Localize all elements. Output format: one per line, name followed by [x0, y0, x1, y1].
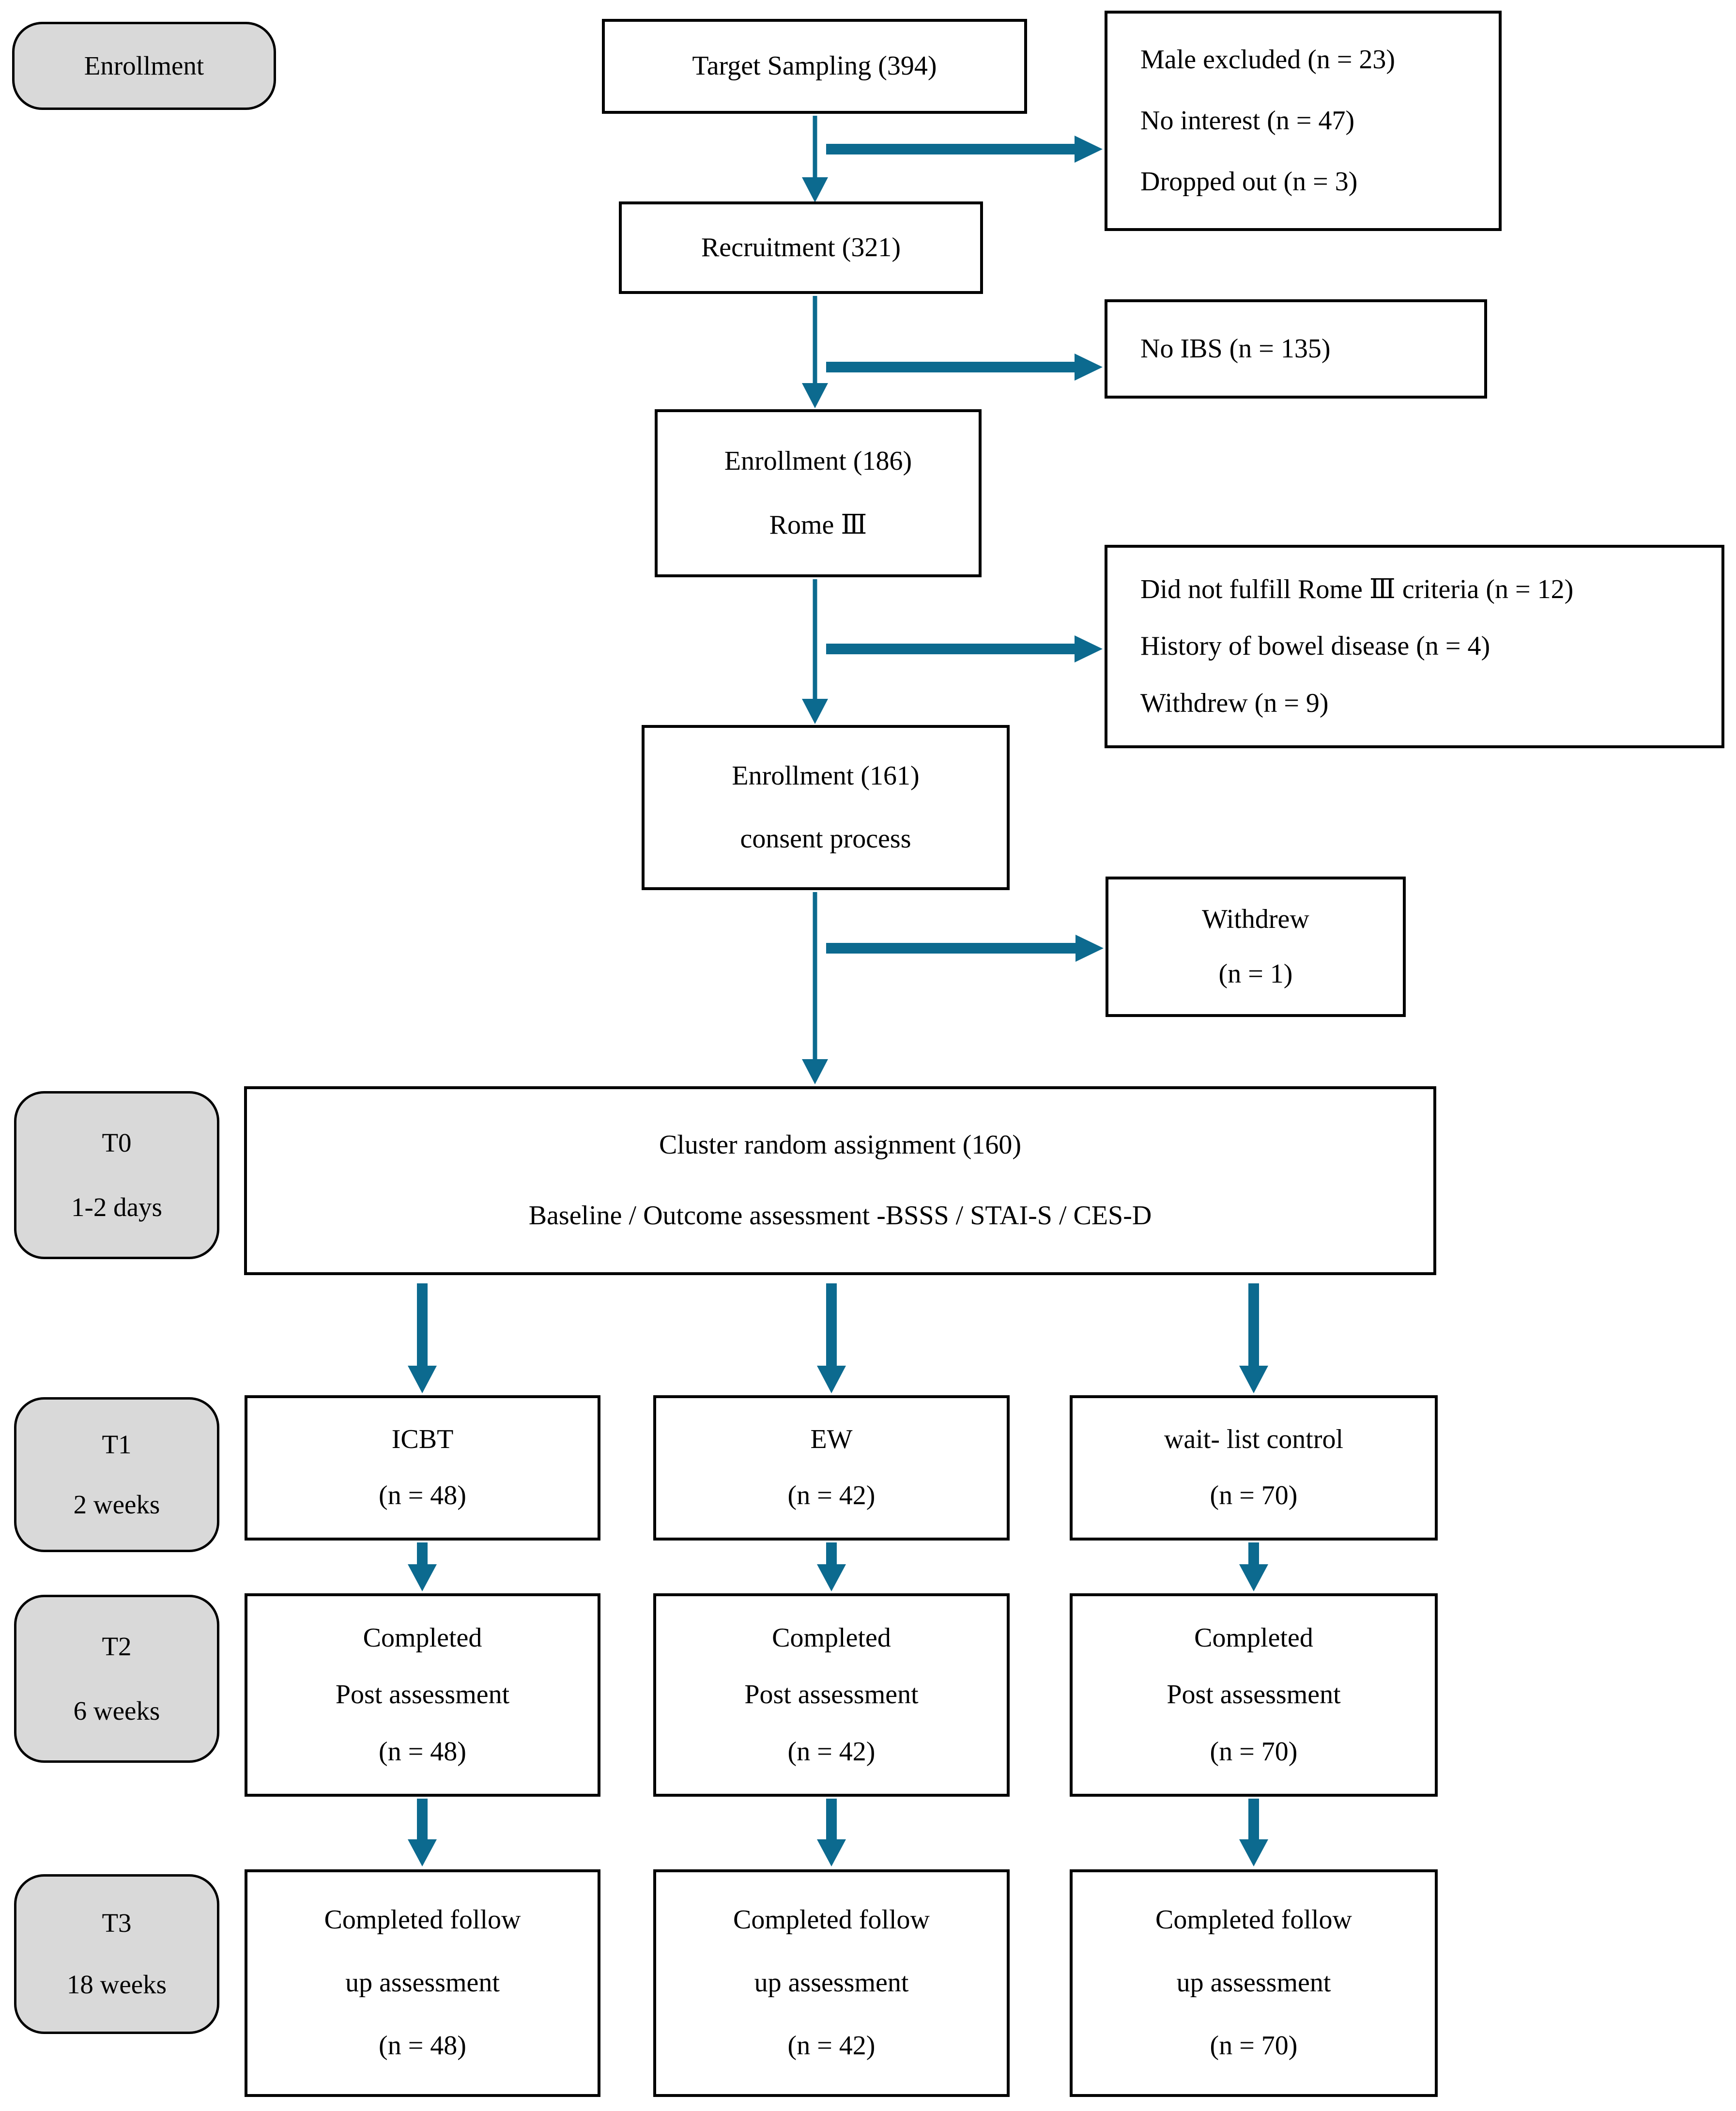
box-text: EW: [810, 1424, 853, 1454]
box-text: Post assessment: [744, 1680, 919, 1710]
box-icbt: ICBT (n = 48): [245, 1395, 600, 1541]
box-recruitment: Recruitment (321): [619, 201, 983, 294]
box-icbt-followup: Completed follow up assessment (n = 48): [245, 1869, 600, 2097]
stage-label-t2: T2 6 weeks: [14, 1595, 219, 1763]
box-text: Cluster random assignment (160): [659, 1129, 1022, 1160]
arrow-cluster-to-ew: [817, 1283, 846, 1393]
arrow-wait-list-post-to-followup: [1239, 1799, 1268, 1866]
arrow-enrollment161-to-cluster: [802, 892, 828, 1084]
box-ew-post: Completed Post assessment (n = 42): [653, 1593, 1010, 1797]
arrow-branch-pre-recruitment-exclusions: [826, 136, 1103, 163]
box-text: Rome Ⅲ: [769, 509, 867, 540]
box-text: (n = 70): [1210, 1736, 1298, 1767]
box-text: (n = 42): [787, 1480, 876, 1511]
stage-label-text: 6 weeks: [73, 1695, 160, 1726]
box-text: Completed follow: [324, 1905, 521, 1935]
box-wait-list-followup: Completed follow up assessment (n = 70): [1070, 1869, 1438, 2097]
arrow-target-to-recruitment: [802, 116, 828, 202]
arrow-branch-withdrew: [826, 935, 1104, 962]
box-text: History of bowel disease (n = 4): [1140, 631, 1490, 662]
box-text: Completed: [1194, 1622, 1313, 1653]
arrow-recruitment-to-enrollment186: [802, 296, 828, 408]
box-withdrew: Withdrew (n = 1): [1106, 877, 1406, 1017]
box-text: Baseline / Outcome assessment -BSSS / ST…: [528, 1201, 1152, 1231]
box-text: (n = 42): [787, 1736, 876, 1767]
box-text: consent process: [740, 823, 911, 854]
box-text: Recruitment (321): [701, 232, 901, 262]
stage-label-text: Enrollment: [84, 50, 204, 80]
stage-label-text: 1-2 days: [71, 1192, 162, 1222]
box-text: (n = 42): [787, 2031, 876, 2061]
box-text: ICBT: [391, 1424, 454, 1454]
arrow-branch-rome-exclusions: [826, 635, 1103, 663]
box-text: (n = 70): [1210, 2031, 1298, 2061]
box-enrollment-rome: Enrollment (186) Rome Ⅲ: [655, 409, 982, 577]
box-text: No IBS (n = 135): [1140, 333, 1331, 364]
box-text: Withdrew (n = 9): [1140, 688, 1329, 718]
box-text: Dropped out (n = 3): [1140, 166, 1358, 197]
arrow-cluster-to-wait-list: [1239, 1283, 1268, 1393]
stage-label-text: T3: [102, 1908, 132, 1938]
box-text: Did not fulfill Rome Ⅲ criteria (n = 12): [1140, 574, 1574, 604]
stage-label-text: 18 weeks: [66, 1970, 167, 2000]
box-text: No interest (n = 47): [1140, 105, 1355, 136]
arrow-cluster-to-icbt: [408, 1283, 437, 1393]
box-text: Target Sampling (394): [692, 51, 937, 81]
arrow-icbt-post-to-followup: [408, 1799, 437, 1866]
arrow-icbt-to-post: [408, 1542, 437, 1591]
stage-label-t0: T0 1-2 days: [14, 1091, 219, 1259]
arrow-ew-to-post: [817, 1542, 846, 1591]
box-target-sampling: Target Sampling (394): [602, 19, 1027, 114]
box-text: up assessment: [1176, 1968, 1331, 1998]
box-text: Completed follow: [733, 1905, 930, 1935]
box-text: Post assessment: [335, 1680, 510, 1710]
box-enrollment-consent: Enrollment (161) consent process: [642, 725, 1010, 890]
box-text: Withdrew: [1202, 904, 1309, 934]
stage-label-t1: T1 2 weeks: [14, 1397, 219, 1552]
stage-label-text: T1: [102, 1430, 132, 1459]
box-no-ibs: No IBS (n = 135): [1105, 299, 1487, 399]
stage-label-enrollment: Enrollment: [12, 22, 276, 110]
box-pre-recruitment-exclusions: Male excluded (n = 23) No interest (n = …: [1105, 11, 1502, 231]
stage-label-text: T2: [102, 1632, 132, 1661]
arrow-branch-no-ibs: [826, 354, 1103, 381]
box-text: Completed follow: [1155, 1905, 1352, 1935]
box-rome-exclusions: Did not fulfill Rome Ⅲ criteria (n = 12)…: [1105, 545, 1724, 748]
box-ew: EW (n = 42): [653, 1395, 1010, 1541]
box-text: (n = 48): [379, 1480, 466, 1511]
box-wait-list-post: Completed Post assessment (n = 70): [1070, 1593, 1438, 1797]
box-text: (n = 48): [379, 1736, 466, 1767]
box-text: Completed: [363, 1622, 482, 1653]
arrow-enrollment186-to-enrollment161: [802, 579, 828, 724]
box-wait-list: wait- list control (n = 70): [1070, 1395, 1438, 1541]
arrow-ew-post-to-followup: [817, 1799, 846, 1866]
box-text: up assessment: [754, 1968, 909, 1998]
box-text: (n = 70): [1210, 1480, 1298, 1511]
box-text: Completed: [772, 1622, 891, 1653]
stage-label-text: T0: [102, 1128, 132, 1157]
arrow-wait-list-to-post: [1239, 1542, 1268, 1591]
box-text: up assessment: [345, 1968, 500, 1998]
box-text: Enrollment (161): [732, 760, 920, 791]
box-text: (n = 1): [1218, 958, 1293, 989]
box-icbt-post: Completed Post assessment (n = 48): [245, 1593, 600, 1797]
box-text: Male excluded (n = 23): [1140, 44, 1396, 75]
box-text: Enrollment (186): [724, 446, 912, 476]
box-ew-followup: Completed follow up assessment (n = 42): [653, 1869, 1010, 2097]
box-text: (n = 48): [379, 2031, 466, 2061]
stage-label-text: 2 weeks: [73, 1489, 160, 1519]
box-text: Post assessment: [1167, 1680, 1341, 1710]
box-cluster-assignment: Cluster random assignment (160) Baseline…: [244, 1086, 1436, 1275]
box-text: wait- list control: [1164, 1424, 1344, 1454]
stage-label-t3: T3 18 weeks: [14, 1874, 219, 2034]
